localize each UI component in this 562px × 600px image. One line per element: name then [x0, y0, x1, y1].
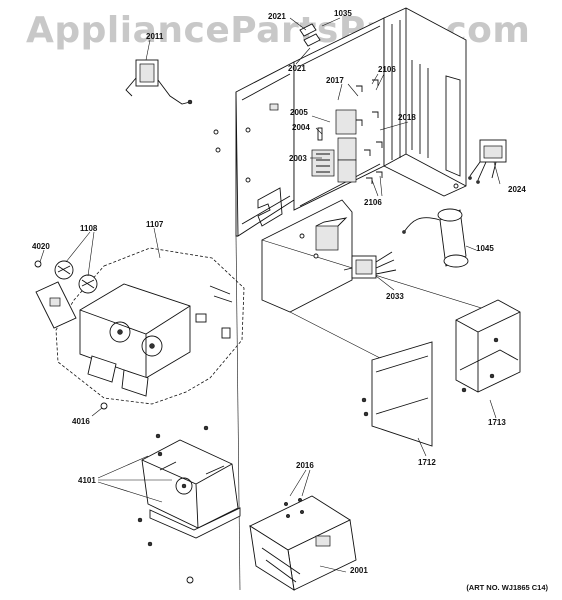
- label-1045: 1045: [476, 244, 494, 253]
- art-number: (ART NO. WJ1865 C14): [466, 583, 548, 592]
- label-2021-bottom: 2021: [288, 64, 306, 73]
- mounting-bracket-plate: [261, 199, 521, 359]
- label-1035: 1035: [334, 9, 352, 18]
- part-4020-cover: [34, 260, 77, 329]
- label-2106-top: 2106: [378, 65, 396, 74]
- main-back-panel: [235, 61, 295, 591]
- part-1045-capacitor: [402, 208, 469, 268]
- label-4020: 4020: [32, 242, 50, 251]
- label-2017: 2017: [326, 76, 344, 85]
- part-1713-bracket: [455, 299, 521, 393]
- label-2005: 2005: [290, 108, 308, 117]
- part-2011-harness: [125, 59, 193, 105]
- control-relay-box: [293, 17, 385, 211]
- misc-screws: [186, 129, 459, 584]
- label-2024: 2024: [508, 185, 526, 194]
- label-2021-top: 2021: [268, 12, 286, 21]
- label-2011: 2011: [146, 32, 164, 41]
- label-2018: 2018: [398, 113, 416, 122]
- label-2003: 2003: [289, 154, 307, 163]
- part-1035-cabinet: [383, 7, 467, 197]
- part-2033-harness: [343, 251, 397, 279]
- label-1712: 1712: [418, 458, 436, 467]
- part-2001-board: [249, 495, 357, 591]
- part-1712-cover: [361, 341, 433, 447]
- label-2004: 2004: [292, 123, 310, 132]
- label-4016: 4016: [72, 417, 90, 426]
- label-1108: 1108: [80, 224, 98, 233]
- label-4101: 4101: [78, 476, 96, 485]
- part-2024-transformer: [468, 139, 507, 184]
- label-1107: 1107: [146, 220, 164, 229]
- label-2016: 2016: [296, 461, 314, 470]
- label-2033: 2033: [386, 292, 404, 301]
- label-1713: 1713: [488, 418, 506, 427]
- part-1108-knobs: [54, 260, 98, 294]
- label-2106-bottom: 2106: [364, 198, 382, 207]
- part-1107-assembly: [55, 247, 245, 405]
- part-4016-screw: [100, 402, 108, 410]
- part-4101-housing: [137, 425, 241, 547]
- label-2001: 2001: [350, 566, 368, 575]
- leader-lines: [39, 17, 501, 573]
